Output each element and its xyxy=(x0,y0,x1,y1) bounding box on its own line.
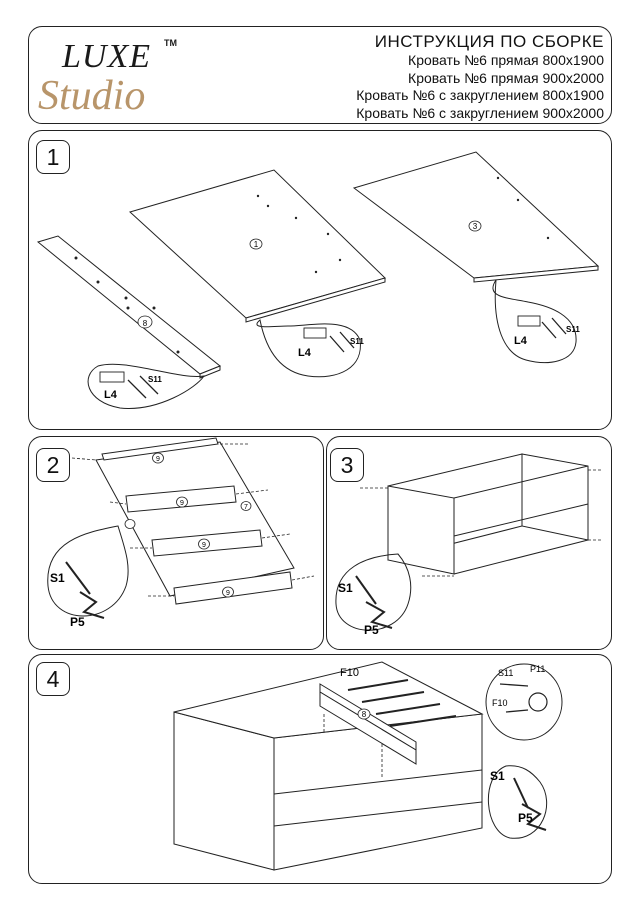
part-label-9: 9 xyxy=(156,456,160,463)
label-P5: P5 xyxy=(518,811,533,825)
bracket-icon xyxy=(303,327,327,339)
part-label-9: 9 xyxy=(226,590,230,597)
label-L4: L4 xyxy=(514,335,528,347)
label-S11: S11 xyxy=(350,337,364,346)
cam-detail-callout xyxy=(485,663,563,741)
model-line-2: Кровать №6 прямая 900х2000 xyxy=(408,69,604,86)
step2-illustration: 9 9 9 9 7 S1 P5 xyxy=(47,437,315,629)
model-line-1: Кровать №6 прямая 800х1900 xyxy=(408,52,604,68)
part-label-7: 7 xyxy=(244,504,248,511)
step1-illustration: 8 1 3 L4 S11 L4 S11 L4 S11 xyxy=(36,151,600,409)
part-label-9: 9 xyxy=(180,500,184,507)
label-S11: S11 xyxy=(566,325,580,334)
detail-callout xyxy=(47,525,129,617)
frame-rail-top xyxy=(101,437,219,461)
hex-key-icon xyxy=(365,601,393,629)
bed-panel-3 xyxy=(352,151,600,279)
title-block: ИНСТРУКЦИЯ ПО СБОРКЕ Кровать №6 прямая 8… xyxy=(356,32,604,122)
part-label-8: 8 xyxy=(143,319,148,328)
step1-number: 1 xyxy=(36,140,70,174)
frame-rail-low xyxy=(173,571,293,605)
step3-number: 3 xyxy=(330,448,364,482)
hex-key-icon xyxy=(79,591,105,619)
step2-number: 2 xyxy=(36,448,70,482)
detail-callout-a xyxy=(87,363,206,409)
brand-logo: LUXE TM Studio xyxy=(38,36,178,122)
logo-luxe: LUXE xyxy=(62,38,151,75)
bracket-icon xyxy=(99,371,125,383)
model-line-3: Кровать №6 с закруглением 800х1900 xyxy=(356,87,604,103)
side-panel-left xyxy=(387,485,455,575)
screw-icon xyxy=(513,777,529,809)
label-S1: S1 xyxy=(50,571,65,585)
logo-studio: Studio xyxy=(38,73,146,119)
part-label-9: 9 xyxy=(202,542,206,549)
logo-trademark: TM xyxy=(164,38,177,48)
label-S1: S1 xyxy=(338,581,353,595)
detail-callout-b xyxy=(256,319,361,378)
part-label-3: 3 xyxy=(473,222,478,231)
bracket-icon xyxy=(517,315,541,327)
label-L4: L4 xyxy=(104,389,118,401)
label-P5: P5 xyxy=(70,615,85,629)
step4-illustration: 8 F10 S11 P11 F10 S1 P5 xyxy=(173,661,563,871)
part-label-8: 8 xyxy=(362,710,367,719)
page-title: ИНСТРУКЦИЯ ПО СБОРКЕ xyxy=(374,32,604,51)
label-S11: S11 xyxy=(498,668,513,678)
label-P11: P11 xyxy=(530,664,545,674)
side-panel-left xyxy=(173,711,275,871)
screw-icon xyxy=(65,561,91,595)
screw-icon xyxy=(355,575,377,605)
step3-illustration: S1 P5 xyxy=(335,453,602,637)
detail-callout-c xyxy=(492,279,577,363)
detail-callout xyxy=(487,765,548,839)
detail-callout xyxy=(335,553,412,631)
label-S1: S1 xyxy=(490,769,505,783)
part-label-1: 1 xyxy=(254,240,259,249)
label-F10: F10 xyxy=(492,698,508,708)
label-F10: F10 xyxy=(340,667,359,679)
step4-number: 4 xyxy=(36,662,70,696)
label-S11: S11 xyxy=(148,375,162,384)
model-line-4: Кровать №6 с закруглением 900х2000 xyxy=(356,104,604,121)
frame-outline xyxy=(95,441,295,597)
header-frame xyxy=(28,26,612,124)
label-L4: L4 xyxy=(298,347,312,359)
side-panel-right xyxy=(521,453,589,541)
label-P5: P5 xyxy=(364,623,379,637)
hex-key-icon xyxy=(521,803,547,831)
cam-icon xyxy=(528,692,548,712)
